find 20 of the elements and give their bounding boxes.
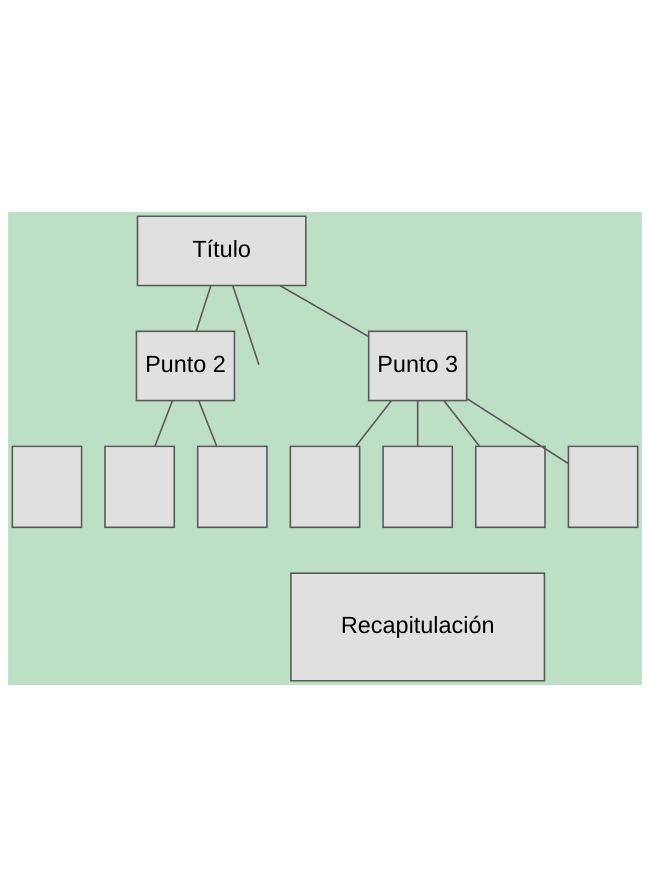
node-box (12, 445, 82, 528)
connector (195, 284, 212, 331)
node-box (290, 445, 360, 528)
connector (232, 284, 260, 364)
node-box (382, 445, 454, 528)
connector (154, 400, 174, 446)
connector (416, 400, 418, 446)
node-box: Título (136, 214, 307, 286)
connector (280, 284, 369, 337)
connector (198, 400, 218, 446)
node-box: Recapitulación (290, 572, 546, 682)
node-box (104, 445, 176, 528)
node-box: Punto 3 (368, 330, 468, 401)
node-box: Punto 2 (136, 330, 236, 401)
node-box (474, 445, 546, 528)
connector (443, 400, 480, 446)
connector (466, 397, 569, 464)
node-box (568, 445, 638, 528)
node-box (196, 445, 268, 528)
connector (355, 400, 392, 446)
